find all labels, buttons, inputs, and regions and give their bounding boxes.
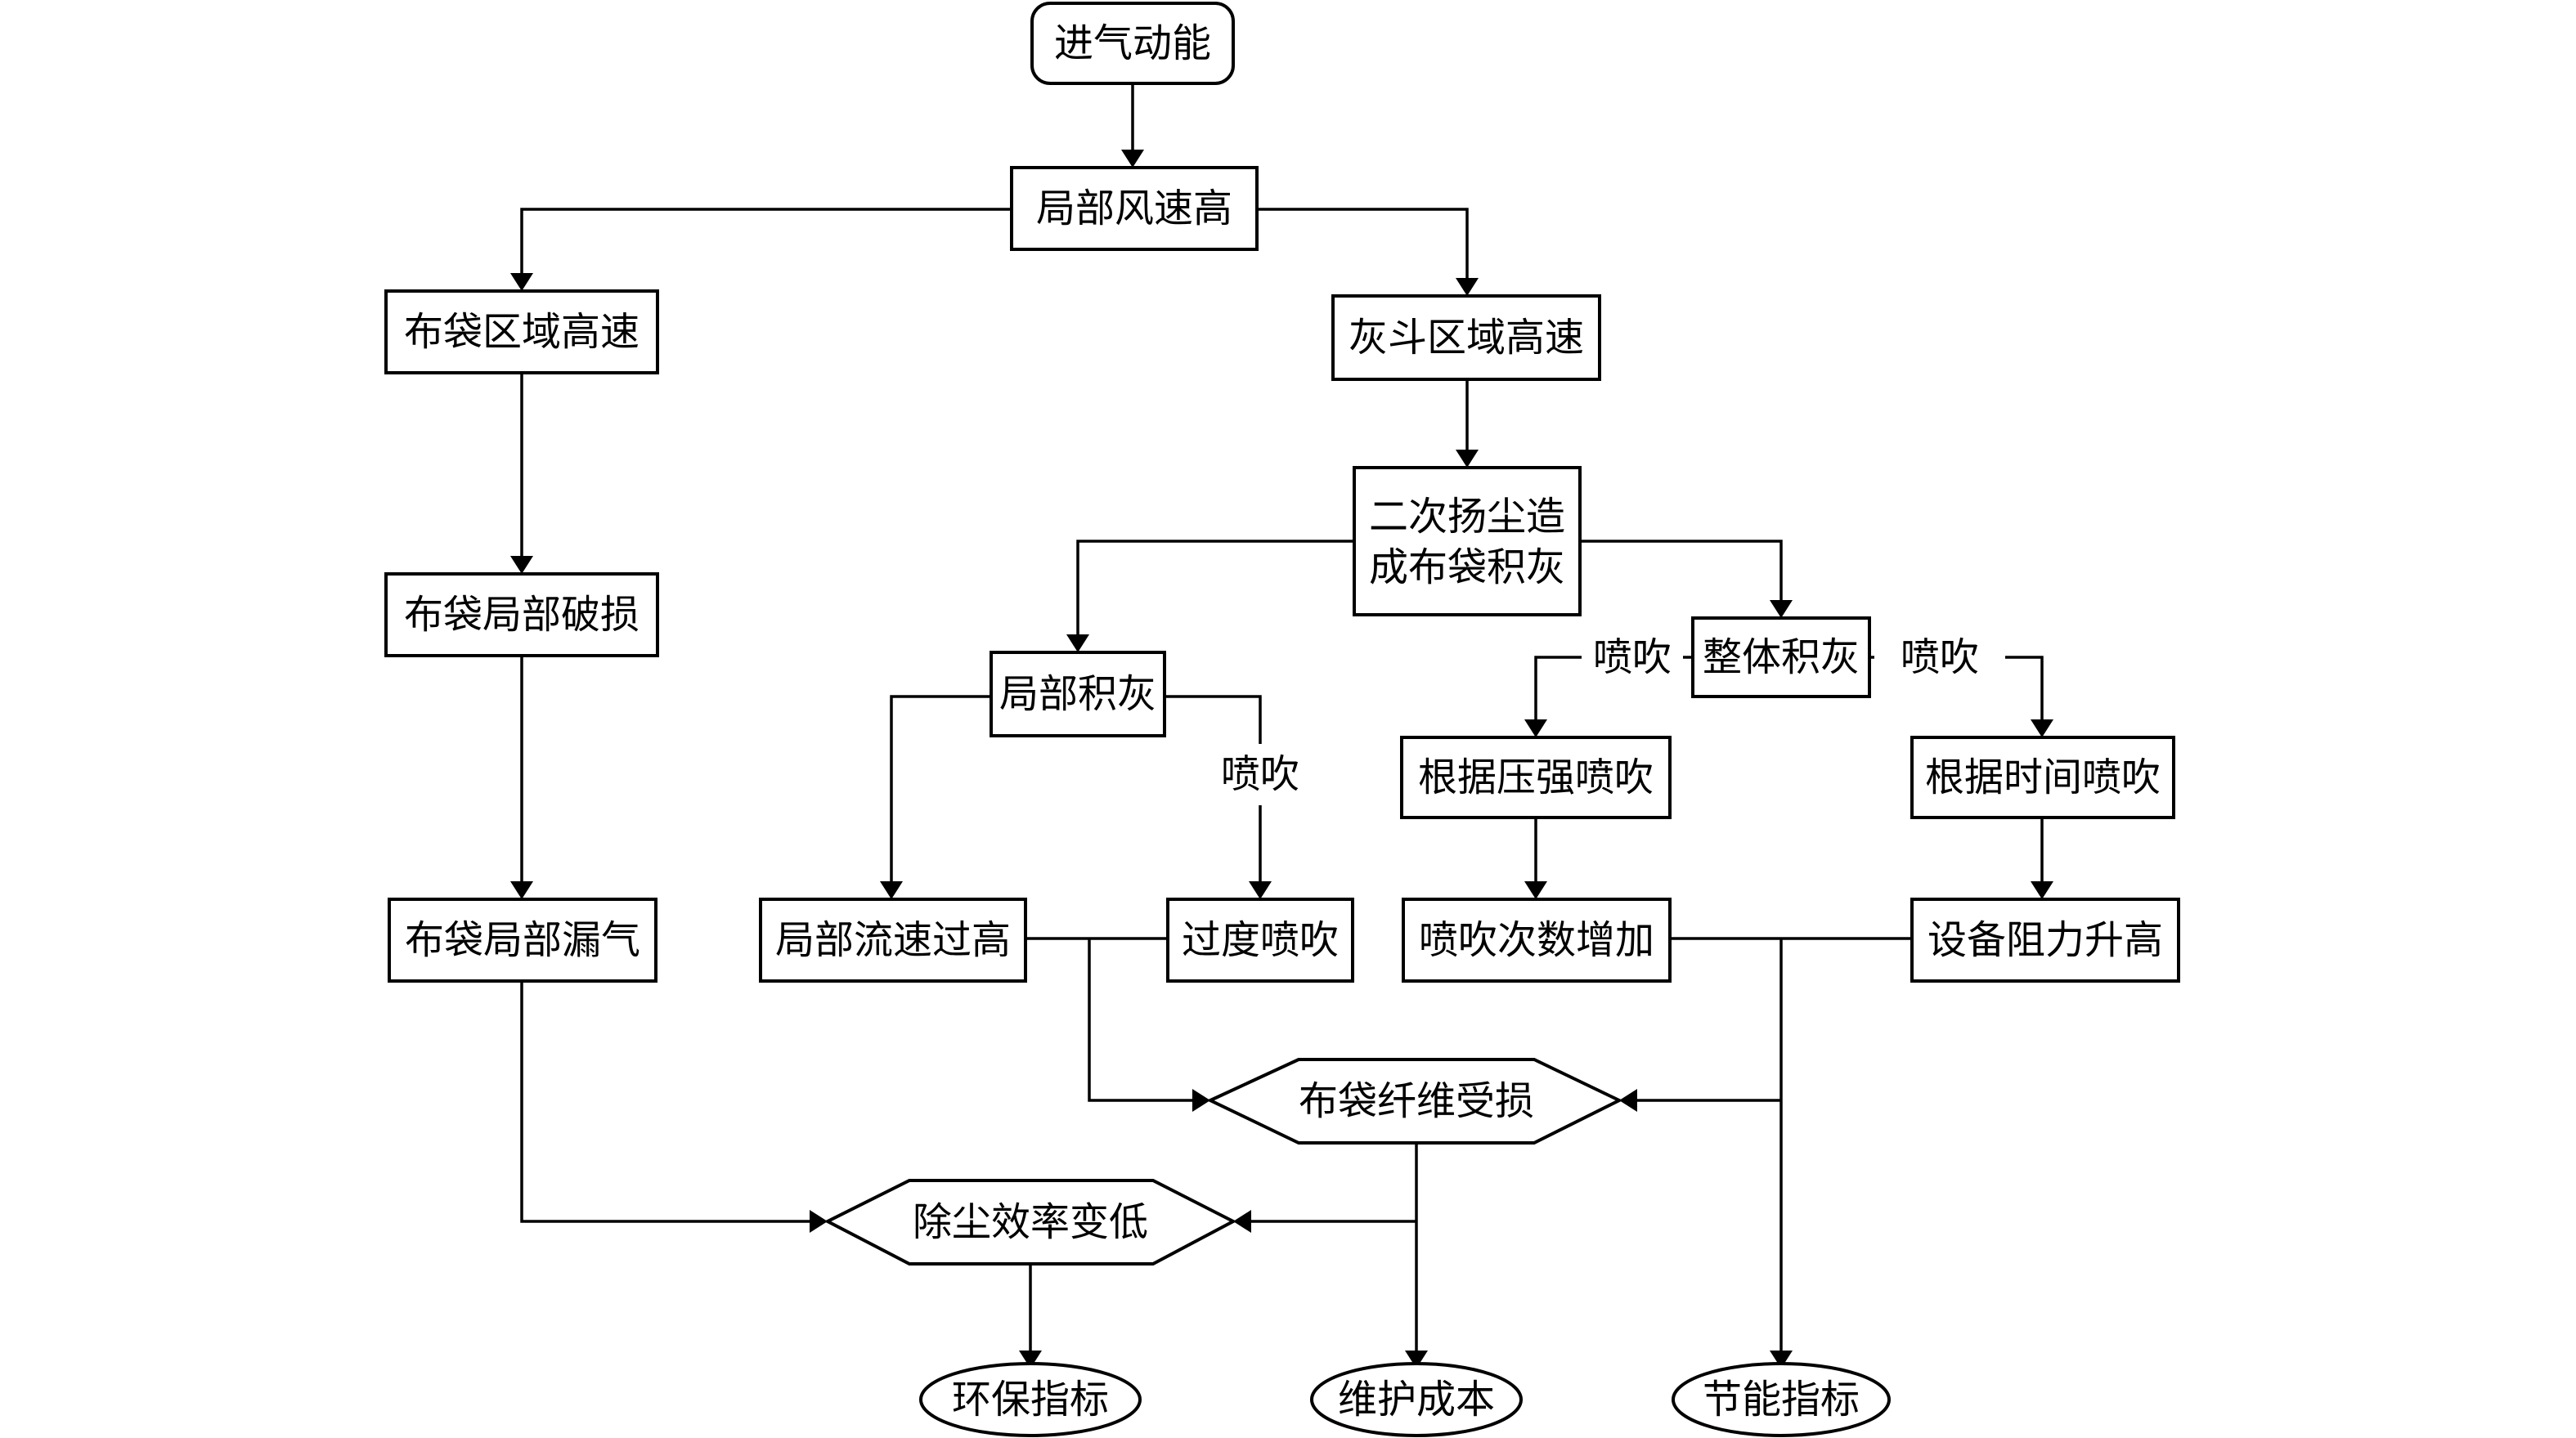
node-overall-ash: 整体积灰 (1691, 616, 1871, 698)
edge-secondary-to-local-ash (1076, 540, 1354, 634)
node-bag-leak: 布袋局部漏气 (388, 898, 657, 983)
node-label: 进气动能 (1054, 20, 1211, 66)
edge-label-blow-local: 喷吹 (1221, 751, 1299, 797)
node-label: 布袋局部漏气 (405, 917, 640, 963)
node-label: 局部流速过高 (775, 917, 1011, 963)
arrowhead (510, 273, 533, 291)
node-label: 根据时间喷吹 (1925, 755, 2161, 800)
node-label: 除尘效率变低 (913, 1199, 1148, 1245)
edges (510, 83, 2053, 1369)
edge-label-blow-right: 喷吹 (1901, 634, 1979, 680)
arrowhead (1770, 1351, 1793, 1369)
arrowhead (1524, 881, 1547, 899)
node-hopper-zone-high: 灰斗区域高速 (1331, 294, 1601, 381)
arrowhead (1456, 278, 1479, 296)
arrowhead (880, 881, 903, 899)
node-local-high-speed: 局部风速高 (1010, 166, 1259, 251)
node-blow-count-up: 喷吹次数增加 (1402, 898, 1672, 983)
arrowhead (2031, 719, 2053, 737)
node-label: 喷吹次数增加 (1419, 917, 1654, 963)
node-label-line-1: 二次扬尘造 (1369, 494, 1565, 540)
arrowhead (1066, 634, 1089, 652)
node-label: 灰斗区域高速 (1349, 315, 1584, 361)
node-label-line-2: 成布袋积灰 (1369, 544, 1565, 590)
nodes: 进气动能 局部风速高 布袋区域高速 灰斗区域高速 二次扬尘造 成布袋积灰 布袋局… (384, 2, 2180, 1437)
node-label: 环保指标 (952, 1377, 1109, 1422)
node-label: 过度喷吹 (1182, 917, 1339, 963)
node-label: 设备阻力升高 (1928, 917, 2163, 963)
node-bag-local-damage: 布袋局部破损 (384, 572, 659, 657)
node-label: 布袋局部破损 (404, 592, 640, 638)
node-label: 局部风速高 (1036, 186, 1232, 231)
node-label: 布袋区域高速 (404, 309, 640, 355)
arrowhead (1192, 1089, 1210, 1112)
node-energy-index: 节能指标 (1672, 1362, 1891, 1437)
edge-flow-overblow-to-fiber (1025, 937, 1192, 1102)
edge-labels: 喷吹 喷吹 喷吹 (1218, 634, 1999, 800)
node-resistance-up: 设备阻力升高 (1910, 898, 2180, 983)
node-label: 布袋纤维受损 (1299, 1078, 1534, 1124)
node-fiber-damage: 布袋纤维受损 (1206, 1058, 1623, 1145)
arrowhead (810, 1210, 828, 1233)
node-label: 维护成本 (1338, 1377, 1495, 1422)
node-secondary-dust: 二次扬尘造 成布袋积灰 (1353, 466, 1582, 616)
node-efficiency-down: 除尘效率变低 (824, 1179, 1237, 1266)
node-time-blow: 根据时间喷吹 (1910, 736, 2175, 819)
edge-to-bag-zone (520, 208, 1012, 273)
arrowhead (1121, 150, 1144, 168)
node-bag-zone-high: 布袋区域高速 (384, 289, 659, 374)
arrowhead (1233, 1210, 1251, 1233)
edge-fiber-to-efficiency-cost (1251, 1143, 1418, 1351)
node-label: 根据压强喷吹 (1418, 755, 1654, 800)
node-pressure-blow: 根据压强喷吹 (1400, 736, 1672, 819)
node-label: 整体积灰 (1703, 634, 1860, 680)
arrowhead (510, 881, 533, 899)
node-env-index: 环保指标 (919, 1362, 1142, 1437)
arrowhead (510, 556, 533, 574)
edge-to-hopper-zone (1257, 208, 1469, 278)
node-maint-cost: 维护成本 (1310, 1362, 1523, 1437)
node-local-ash: 局部积灰 (990, 651, 1166, 737)
edge-leak-to-efficiency (520, 981, 810, 1223)
edge-local-ash-to-over-blow (1165, 695, 1262, 881)
arrowhead (1619, 1089, 1637, 1112)
node-local-flow-high: 局部流速过高 (759, 898, 1027, 983)
arrowhead (1249, 881, 1272, 899)
node-label: 局部积灰 (999, 671, 1156, 717)
arrowhead (1405, 1351, 1428, 1369)
edge-count-resistance-merge (1637, 937, 1912, 1351)
node-intake: 进气动能 (1030, 2, 1235, 85)
node-over-blow: 过度喷吹 (1166, 898, 1354, 983)
edge-label-blow-left: 喷吹 (1593, 634, 1672, 680)
arrowhead (1770, 600, 1793, 618)
arrowhead (1524, 719, 1547, 737)
node-label: 节能指标 (1703, 1377, 1860, 1422)
arrowhead (1019, 1351, 1042, 1369)
arrowhead (2031, 881, 2053, 899)
edge-secondary-to-overall-ash (1580, 540, 1783, 600)
edge-local-ash-to-flow-high (890, 695, 991, 881)
arrowhead (1456, 450, 1479, 468)
